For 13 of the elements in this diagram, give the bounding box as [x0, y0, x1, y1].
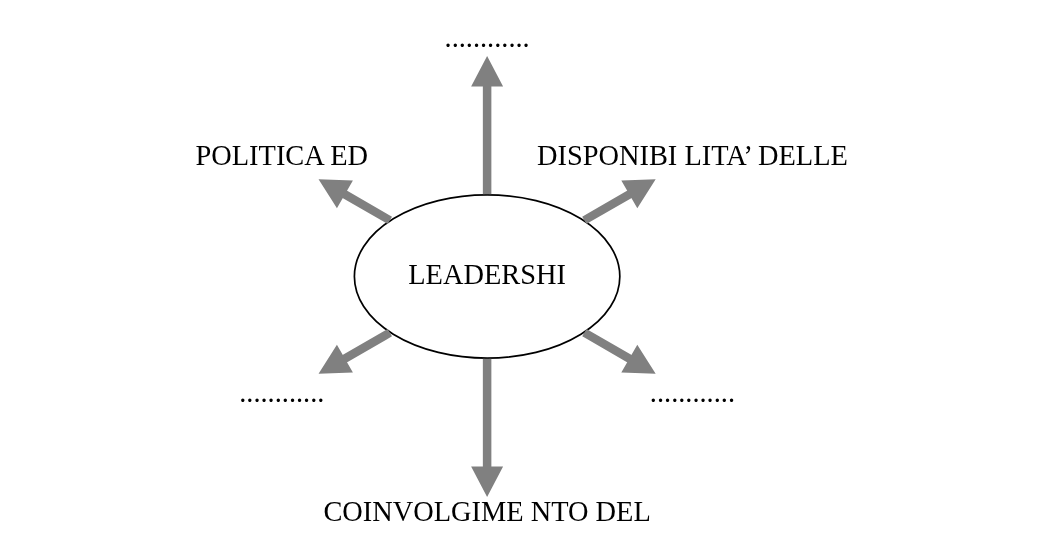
node-text: COINVOLGIME NTO DEL [323, 495, 651, 527]
node-text: ............ [444, 21, 530, 53]
arrow [318, 328, 392, 374]
node-ellipse: LEADERSHI [353, 194, 621, 359]
arrow [318, 179, 392, 225]
arrow [471, 56, 504, 195]
arrow [582, 328, 656, 374]
arrow [471, 358, 504, 497]
node-text: POLITICA ED [195, 140, 369, 172]
node-text: ............ [239, 377, 325, 409]
node-text: ............ [649, 377, 735, 409]
arrow [582, 179, 656, 225]
node-text: DISPONIBI LITA’ DELLE [536, 140, 848, 172]
